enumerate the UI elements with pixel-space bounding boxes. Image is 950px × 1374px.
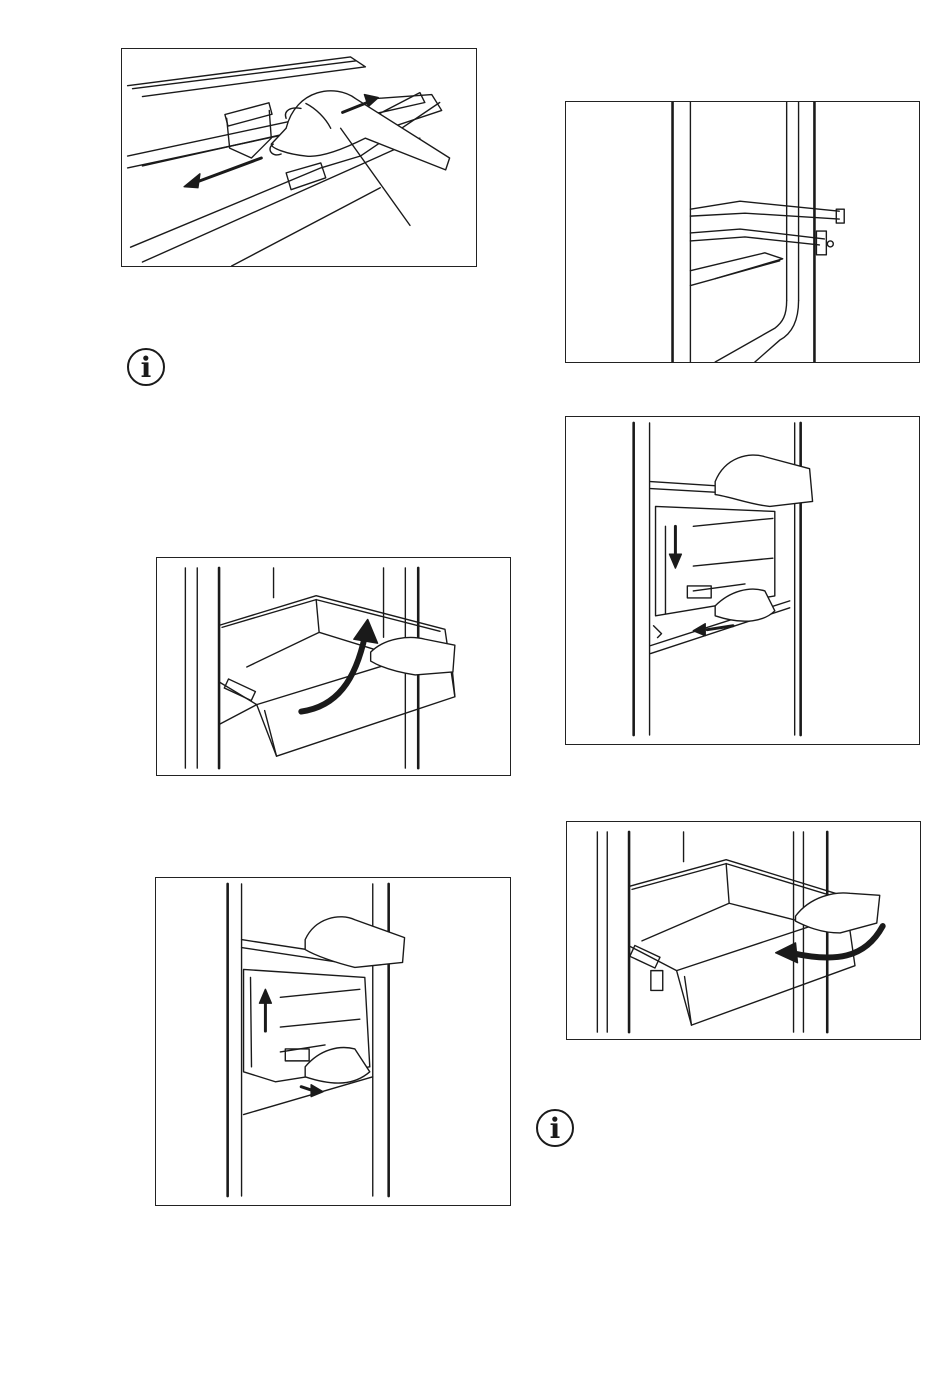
drawer-tilt-remove-illustration	[156, 557, 511, 776]
info-icon: i	[126, 347, 166, 387]
svg-text:i: i	[550, 1112, 561, 1145]
svg-text:i: i	[141, 351, 152, 384]
info-icon: i	[535, 1108, 575, 1148]
drawer-lower-rails-illustration	[565, 416, 920, 745]
telescopic-rails-illustration	[565, 101, 920, 363]
drawer-lift-out-illustration	[155, 877, 511, 1206]
drawer-insert-illustration	[566, 821, 921, 1040]
drawer-cover-removal-illustration	[121, 48, 477, 267]
